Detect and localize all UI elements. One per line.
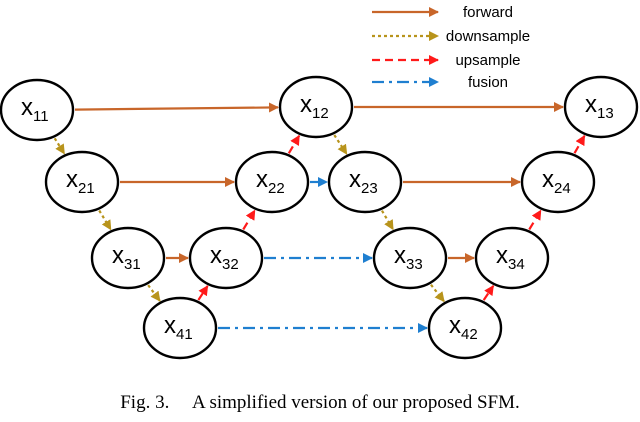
downsample-edge-x21-x31 — [98, 209, 112, 231]
legend-item-downsample: downsample — [372, 28, 530, 45]
node-label-x11: x11 — [21, 94, 49, 125]
legend-label-forward: forward — [463, 4, 513, 21]
upsample-edge-x22-x12 — [287, 134, 301, 154]
node-label-x41: x41 — [164, 312, 193, 343]
node-x22: x22 — [234, 150, 310, 214]
node-label-x32: x32 — [210, 242, 239, 273]
downsample-edge-x11-x21 — [53, 137, 66, 155]
node-ellipse-x23 — [327, 150, 403, 214]
node-x41: x41 — [142, 296, 218, 360]
upsample-edge-x42-x34 — [482, 285, 495, 301]
upsample-edge-x34-x24 — [528, 209, 542, 231]
caption-label: Fig. 3. — [120, 392, 170, 413]
node-label-x23: x23 — [349, 166, 378, 197]
node-x42: x42 — [427, 296, 503, 360]
node-label-x21: x21 — [66, 166, 95, 197]
legend-item-upsample: upsample — [372, 52, 521, 69]
node-ellipse-x12 — [278, 75, 354, 139]
upsample-edge-x32-x22 — [242, 209, 256, 231]
downsample-edge-x12-x23 — [333, 134, 348, 155]
node-ellipse-x11 — [0, 78, 75, 142]
node-x21: x21 — [44, 150, 120, 214]
node-ellipse-x34 — [474, 226, 550, 290]
legend-label-upsample: upsample — [455, 52, 520, 69]
node-ellipse-x24 — [520, 150, 596, 214]
node-label-x42: x42 — [449, 312, 478, 343]
node-x13: x13 — [563, 75, 639, 139]
node-ellipse-x42 — [427, 296, 503, 360]
nodes: x11 x12 x13 x21 x22 x23 x24 x31 x32 x33 x34 x41 x42 — [0, 75, 639, 360]
legend-item-forward: forward — [372, 4, 513, 21]
upsample-edge-x24-x13 — [573, 134, 586, 154]
legend-item-fusion: fusion — [372, 74, 508, 91]
edges — [53, 102, 586, 333]
legend: forward downsample upsample fusion — [372, 4, 530, 91]
downsample-edge-x23-x33 — [381, 210, 394, 231]
node-x33: x33 — [372, 226, 448, 290]
node-label-x12: x12 — [300, 91, 329, 122]
node-label-x31: x31 — [112, 242, 141, 273]
node-x23: x23 — [327, 150, 403, 214]
node-ellipse-x33 — [372, 226, 448, 290]
legend-label-fusion: fusion — [468, 74, 508, 91]
node-x24: x24 — [520, 150, 596, 214]
upsample-edge-x41-x32 — [197, 285, 209, 301]
node-x32: x32 — [188, 226, 264, 290]
node-ellipse-x41 — [142, 296, 218, 360]
node-x31: x31 — [90, 226, 166, 290]
downsample-edge-x31-x41 — [147, 284, 161, 302]
downsample-edge-x33-x42 — [430, 283, 445, 303]
figure-caption: Fig. 3. A simplified version of our prop… — [0, 392, 640, 414]
node-label-x24: x24 — [542, 166, 571, 197]
forward-edge-x11-x12 — [74, 102, 280, 113]
node-ellipse-x32 — [188, 226, 264, 290]
node-label-x34: x34 — [496, 242, 525, 273]
legend-label-downsample: downsample — [446, 28, 530, 45]
node-ellipse-x22 — [234, 150, 310, 214]
node-label-x22: x22 — [256, 166, 285, 197]
node-label-x13: x13 — [585, 91, 614, 122]
node-ellipse-x13 — [563, 75, 639, 139]
node-ellipse-x31 — [90, 226, 166, 290]
node-ellipse-x21 — [44, 150, 120, 214]
node-x12: x12 — [278, 75, 354, 139]
caption-text: A simplified version of our proposed SFM… — [192, 392, 520, 413]
node-x11: x11 — [0, 78, 75, 142]
node-label-x33: x33 — [394, 242, 423, 273]
node-x34: x34 — [474, 226, 550, 290]
